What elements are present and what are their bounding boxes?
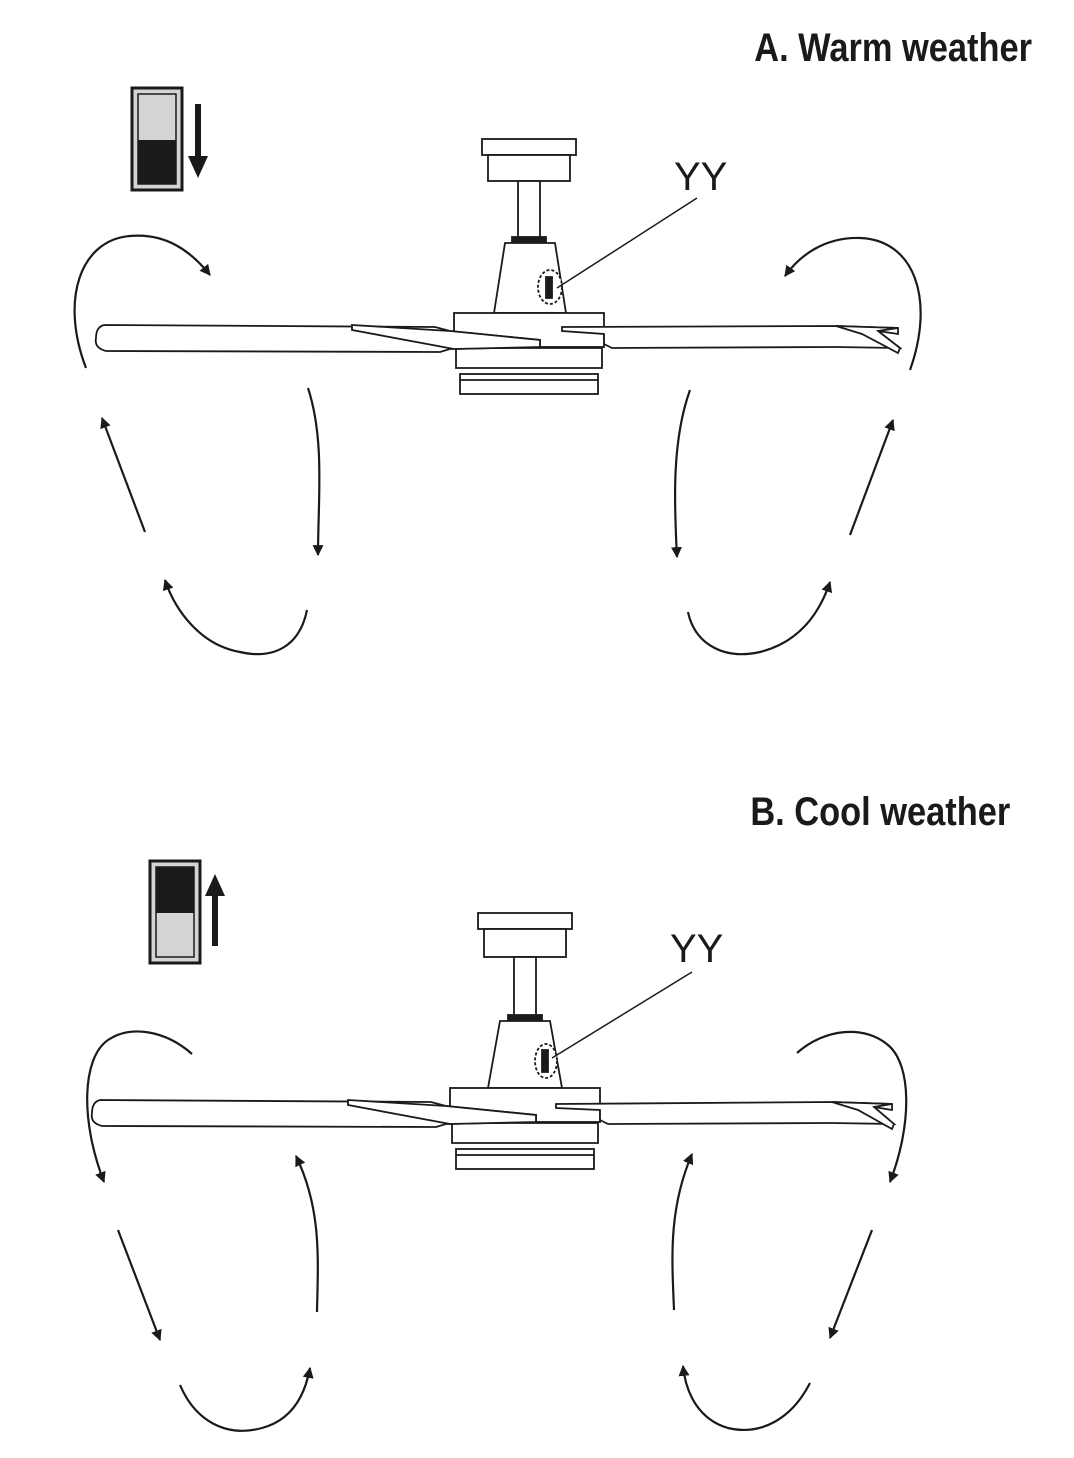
airflow-arrows-a	[73, 234, 922, 656]
switch-knob-a	[138, 140, 176, 184]
arrow-down-icon	[188, 104, 208, 178]
panel-b: YY	[86, 859, 908, 1432]
panel-a-title: A. Warm weather	[754, 26, 1032, 70]
panel-a: YY	[73, 86, 922, 656]
callout-label-a: YY	[674, 155, 727, 199]
ceiling-fan-b	[90, 912, 897, 1170]
panel-b-title: B. Cool weather	[750, 790, 1010, 834]
reverse-switch-b	[148, 859, 202, 965]
arrow-up-icon	[205, 874, 225, 946]
airflow-arrows-b	[86, 1030, 908, 1432]
reverse-switch-a	[130, 86, 184, 192]
ceiling-fan-a	[94, 138, 903, 395]
switch-knob-b	[156, 867, 194, 913]
callout-label-b: YY	[670, 927, 723, 971]
